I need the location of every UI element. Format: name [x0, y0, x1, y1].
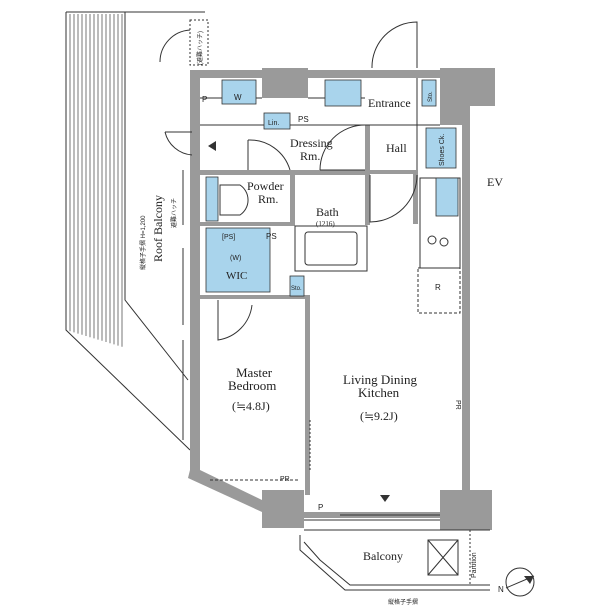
powder-basin [205, 176, 219, 222]
fixture-sto-top: Sto. [428, 91, 434, 102]
label-ldk-1: Living Dining [343, 372, 418, 387]
storage-top [421, 79, 437, 107]
entry-arrow-icon [208, 141, 216, 151]
fixture-shoes: Shoes Ck. [439, 134, 446, 166]
fixture-lin: Lin. [268, 120, 279, 127]
label-dressing-1: Dressing [290, 136, 333, 150]
room-labels: Entrance Hall Dressing Rm. Powder Rm. Ba… [151, 96, 503, 563]
label-hall: Hall [386, 141, 407, 155]
note-top-left: (避難ハッチ) [196, 31, 204, 65]
north-label: N [498, 585, 504, 594]
fixture-w-top: W [234, 93, 242, 102]
label-powder-2: Rm. [258, 192, 278, 206]
fixture-p-bottom: P [318, 503, 323, 512]
linen-cabinet [263, 112, 291, 130]
label-balcony: Balcony [363, 549, 403, 563]
label-ldk-2: Kitchen [358, 385, 400, 400]
fixture-ps-bracket: [PS] [222, 234, 235, 241]
fixture-r: R [435, 283, 441, 292]
label-bath-size: (1216) [316, 220, 335, 228]
wic-area [205, 227, 271, 293]
annotation-notes: 縦格子手摺 H=1,200 避難ハッチ (避難ハッチ) 縦格子手摺 Partit… [139, 31, 478, 606]
label-bath: Bath [316, 205, 339, 219]
label-ev: EV [487, 175, 503, 189]
fixture-pr-right: PR [454, 400, 461, 410]
north-compass-icon: N [498, 567, 535, 597]
fixture-ps-mid: PS [266, 232, 277, 241]
note-partition: Partition [471, 552, 478, 578]
label-master-2: Bedroom [228, 378, 276, 393]
fixture-ps-top: PS [298, 115, 309, 124]
label-wic: WIC [226, 270, 247, 282]
note-roof-rail: 縦格子手摺 H=1,200 [139, 215, 147, 270]
washer-top [221, 79, 257, 105]
roof-balcony-railing [65, 11, 205, 451]
structural-walls [188, 68, 495, 530]
label-powder-1: Powder [247, 179, 284, 193]
sto-mid [289, 275, 305, 297]
ldk-arrow-icon [380, 495, 390, 502]
note-roof-hatch: 避難ハッチ [170, 198, 178, 228]
fixture-w-bracket: (W) [230, 255, 241, 262]
fixture-sto-mid: Sto. [291, 286, 302, 292]
label-dressing-2: Rm. [300, 149, 320, 163]
label-master-1: Master [236, 365, 273, 380]
fixtures [205, 79, 459, 297]
label-ldk-size: (≒9.2J) [360, 409, 398, 423]
shoes-cabinet [425, 127, 457, 169]
label-roof-balcony: Roof Balcony [151, 195, 165, 262]
fixture-p-top: P [202, 95, 207, 104]
fixture-pr-bottom: PR [280, 476, 290, 483]
label-entrance: Entrance [368, 96, 411, 110]
kitchen-sink [435, 177, 459, 217]
basin-top [324, 79, 362, 107]
label-master-size: (≒4.8J) [232, 399, 270, 413]
fixture-labels: P W Lin. PS Sto. Shoes Ck. [PS] PS (W) S… [202, 91, 461, 512]
note-balcony-rail: 縦格子手摺 [388, 598, 418, 606]
